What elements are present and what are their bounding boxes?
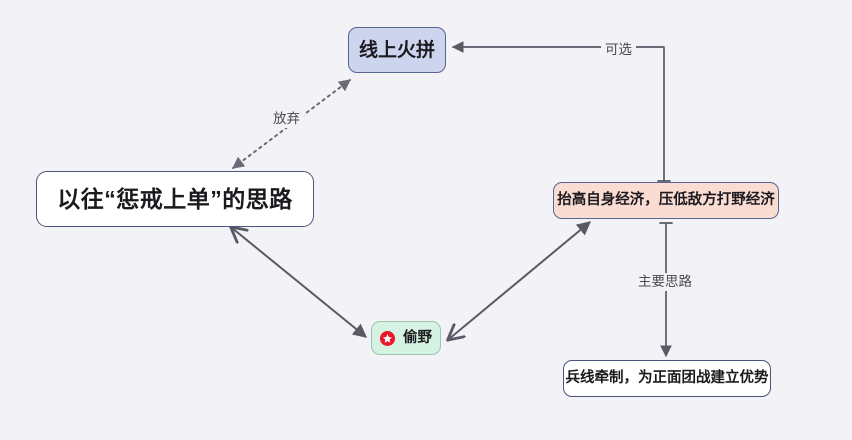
red-star-badge-icon — [380, 330, 395, 346]
edge-root-steal-path — [232, 228, 366, 337]
node-economy-advantage[interactable]: 抬高自身经济，压低敌方打野经济 — [553, 182, 779, 219]
edge-label-optional: 可选 — [601, 41, 636, 59]
edge-label-abandon: 放弃 — [269, 110, 304, 128]
node-steal-jungle-label: 偷野 — [403, 329, 432, 346]
edge-label-main-approach: 主要思路 — [634, 273, 696, 291]
node-economy-advantage-label: 抬高自身经济，压低敌方打野经济 — [557, 192, 775, 209]
node-online-fight[interactable]: 线上火拼 — [348, 27, 446, 73]
node-steal-jungle[interactable]: 偷野 — [371, 321, 441, 355]
node-wave-control-label: 兵线牵制，为正面团战建立优势 — [565, 370, 769, 387]
node-wave-control[interactable]: 兵线牵制，为正面团战建立优势 — [563, 360, 771, 397]
node-root-idea[interactable]: 以往“惩戒上单”的思路 — [36, 171, 314, 227]
node-root-idea-label: 以往“惩戒上单”的思路 — [57, 185, 293, 212]
edge-steal-economy-path — [449, 222, 590, 339]
edge-optional-path — [451, 41, 665, 182]
node-online-fight-label: 线上火拼 — [358, 39, 435, 61]
